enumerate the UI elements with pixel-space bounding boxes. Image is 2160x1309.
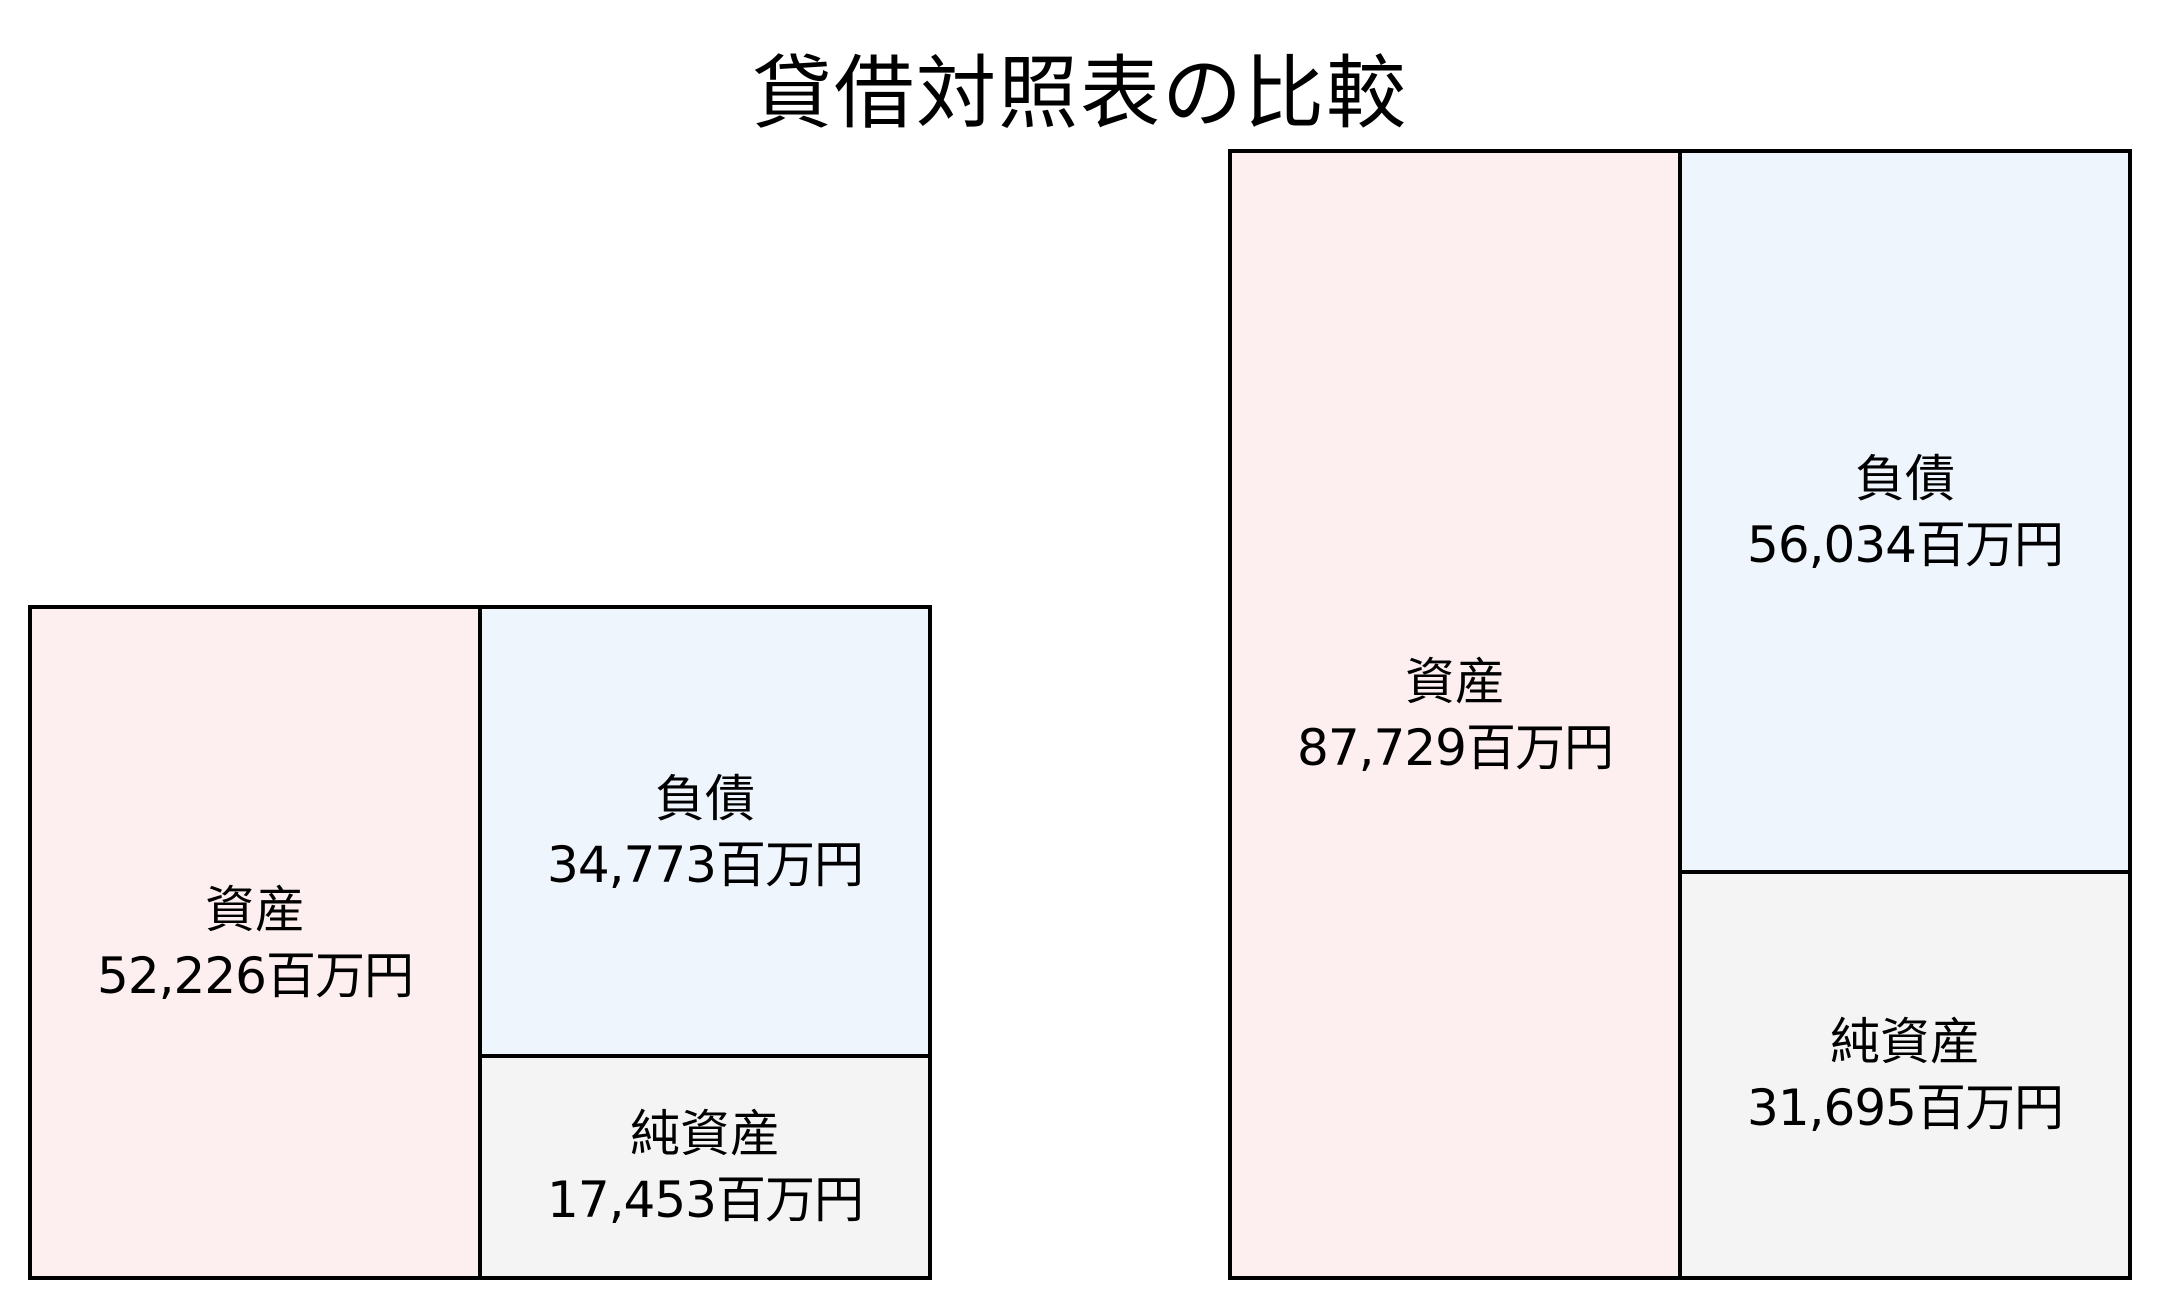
net-assets-value: 31,695百万円 [1747,1079,2064,1137]
liabilities-label: 負債 [655,769,755,828]
net-assets-label: 純資産 [630,1105,780,1163]
chart-title: 貸借対照表の比較 [752,47,1408,140]
liabilities-value: 56,034百万円 [1747,515,2064,574]
assets-value: 52,226百万円 [97,946,414,1005]
assets-label: 資産 [205,880,305,939]
assets-block: 資産 52,226百万円 [28,605,482,1280]
liabilities-block: 負債 34,773百万円 [478,605,932,1058]
net-assets-value: 17,453百万円 [547,1171,864,1229]
net-assets-block: 純資産 17,453百万円 [478,1054,932,1280]
balance-sheet-left: 資産 52,226百万円 負債 34,773百万円 純資産 17,453百万円 [28,605,932,1280]
liabilities-block: 負債 56,034百万円 [1678,149,2132,874]
net-assets-block: 純資産 31,695百万円 [1678,870,2132,1280]
net-assets-label: 純資産 [1830,1013,1980,1071]
liabilities-value: 34,773百万円 [547,835,864,894]
assets-block: 資産 87,729百万円 [1228,149,1682,1280]
liabilities-label: 負債 [1855,449,1955,508]
assets-label: 資産 [1405,652,1505,711]
balance-sheet-right: 資産 87,729百万円 負債 56,034百万円 純資産 31,695百万円 [1228,149,2132,1280]
assets-value: 87,729百万円 [1297,718,1614,777]
